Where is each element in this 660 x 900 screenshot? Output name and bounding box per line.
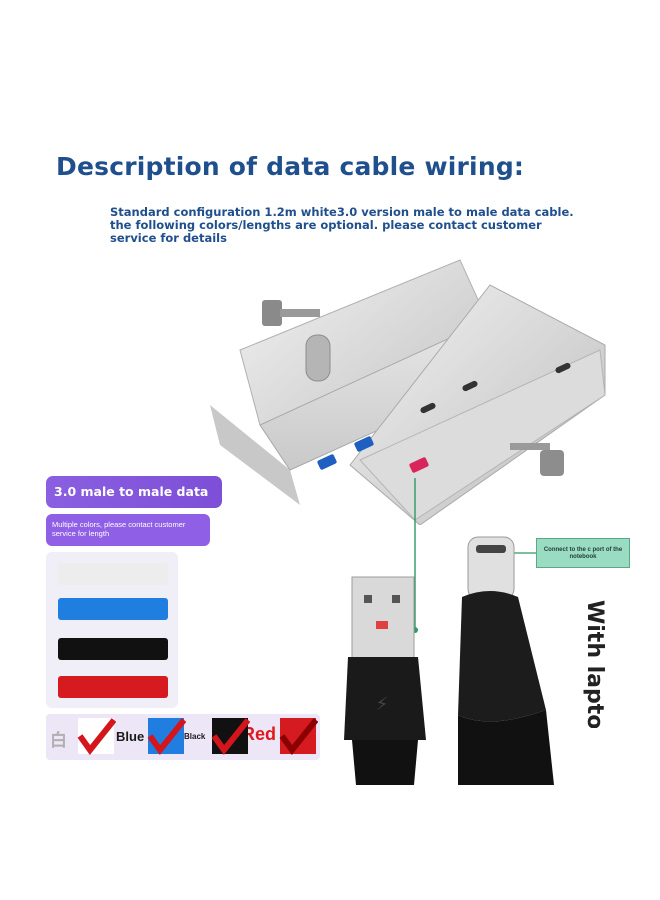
red-cable-swatch xyxy=(58,676,168,698)
checkmark-icon xyxy=(211,718,250,755)
cable-type-label: 3.0 male to male data cable xyxy=(46,476,222,531)
description-line-3: service for details xyxy=(110,231,227,245)
usb-a-port-icon xyxy=(317,454,337,470)
with-laptop-label: With laptop xyxy=(582,600,607,728)
blue-cable-swatch xyxy=(58,598,168,620)
white-cable-swatch xyxy=(58,563,168,585)
connect-label-line-2: notebook xyxy=(569,554,597,560)
cable-illustration: ⚡ xyxy=(344,536,554,785)
page-title: Description of data cable wiring: xyxy=(56,152,525,181)
screw-knob-top xyxy=(262,300,282,326)
usb-a-port-icon xyxy=(354,436,374,452)
usb-a-plug-icon xyxy=(351,576,415,660)
color-option-white: 白 xyxy=(50,731,67,750)
color-option-red: Red xyxy=(242,724,277,744)
length-note-line-2: service for length xyxy=(52,529,110,538)
black-cable-swatch xyxy=(58,638,168,660)
usb-c-port-icon xyxy=(420,402,436,414)
connect-label-line-1: Connect to the c port of the xyxy=(543,547,623,553)
color-option-black: Black xyxy=(184,732,206,741)
with-laptop-text: With laptop xyxy=(582,600,607,728)
usb-c-port-icon xyxy=(555,362,571,374)
description-line-1: Standard configuration 1.2m white3.0 ver… xyxy=(110,205,574,219)
color-option-blue: Blue xyxy=(116,729,145,744)
description-line-2: the following colors/lengths are optiona… xyxy=(110,218,542,232)
usb-hub-illustration xyxy=(210,259,606,525)
length-note-label: Multiple colors, please contact customer… xyxy=(46,514,210,546)
usb-c-port-icon xyxy=(462,380,478,392)
checkmark-icon xyxy=(77,718,116,755)
checkmark-icon xyxy=(279,718,318,755)
connect-notebook-label: Connect to the c port of the notebook xyxy=(536,538,630,568)
charge-port-icon xyxy=(409,457,429,473)
screw-knob-right xyxy=(540,450,564,476)
checkmark-icon xyxy=(147,718,186,755)
description-text: Standard configuration 1.2m white3.0 ver… xyxy=(110,205,574,245)
length-note-line-1: Multiple colors, please contact customer xyxy=(52,520,186,529)
svg-text:⚡: ⚡ xyxy=(376,694,389,715)
